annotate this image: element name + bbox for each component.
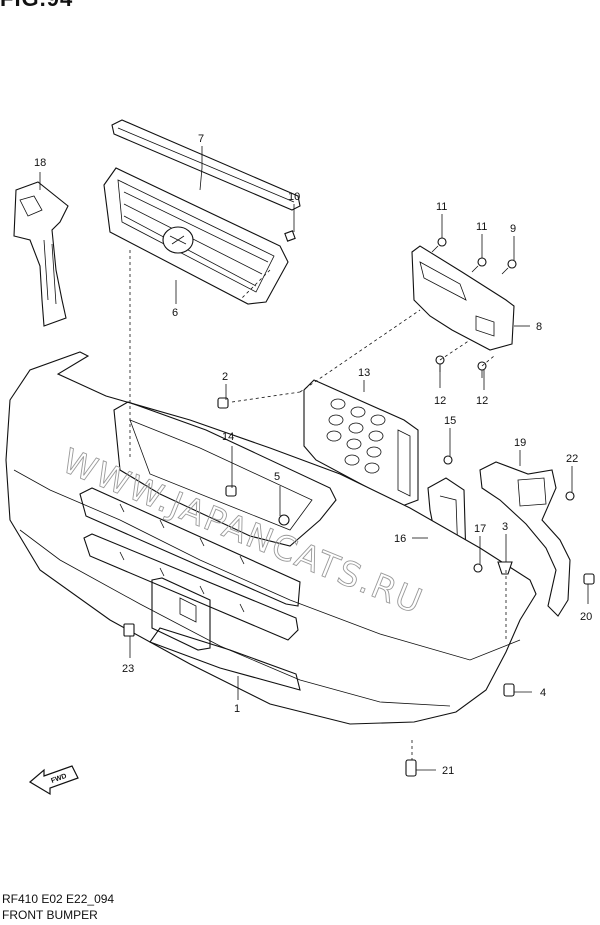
callout-5: 5 [274,471,280,483]
callout-8: 8 [536,321,542,333]
front-bumper-part[interactable] [5,351,537,725]
callout-13: 13 [358,367,370,379]
screw-15[interactable] [443,455,453,465]
callout-23: 23 [122,663,134,675]
screw-22[interactable] [565,491,575,501]
bolt-14[interactable] [225,485,237,497]
screw-11a[interactable] [431,237,447,253]
assembly-lines [129,250,507,760]
diagram-code: RF410 E02 E22_094 [2,892,115,906]
callout-15: 15 [444,415,456,427]
forward-arrow-icon: FWD [28,765,79,796]
clip-21[interactable] [405,759,417,777]
callout-1: 1 [234,703,240,715]
bolt-20[interactable] [583,573,595,585]
side-bracket-left-part[interactable] [13,181,69,327]
bumper-bracket-right-part[interactable] [411,245,515,351]
grille-moulding-part[interactable] [111,119,301,211]
screw-11b[interactable] [471,257,487,273]
screw-9[interactable] [501,259,517,275]
callout-22: 22 [566,453,578,465]
diagram-caption: FRONT BUMPER [2,908,98,922]
callout-2: 2 [222,371,228,383]
callout-16: 16 [394,533,406,545]
callout-12a: 12 [434,395,446,407]
screw-17[interactable] [473,563,483,573]
side-bracket-right-part[interactable] [479,461,571,617]
callout-3: 3 [502,521,508,533]
screw-5[interactable] [278,514,290,526]
callout-14: 14 [222,431,234,443]
callout-4: 4 [540,687,546,699]
leader-lines [39,146,589,771]
callout-17: 17 [474,523,486,535]
callout-11b: 11 [476,221,487,233]
clip-10[interactable] [284,230,296,242]
callout-20: 20 [580,611,592,623]
callout-9: 9 [510,223,516,235]
callout-6: 6 [172,307,178,319]
callout-10: 10 [288,191,300,203]
callout-18: 18 [34,157,46,169]
clip-4[interactable] [503,683,515,697]
callout-19: 19 [514,437,526,449]
callout-12b: 12 [476,395,488,407]
clip-23[interactable] [123,623,135,637]
radiator-grille-part[interactable] [103,167,289,305]
callout-7: 7 [198,133,204,145]
callout-11a: 11 [436,201,447,213]
air-duct-panel-part[interactable] [303,379,419,507]
callout-labels: 7 18 10 6 11 11 9 8 2 13 12 12 15 14 5 1… [34,133,592,777]
callout-21: 21 [442,765,454,777]
bolt-2[interactable] [217,397,229,409]
screw-12b[interactable] [477,361,487,378]
nut-3[interactable] [497,561,513,575]
figure-title: FIG.94 [0,0,73,12]
